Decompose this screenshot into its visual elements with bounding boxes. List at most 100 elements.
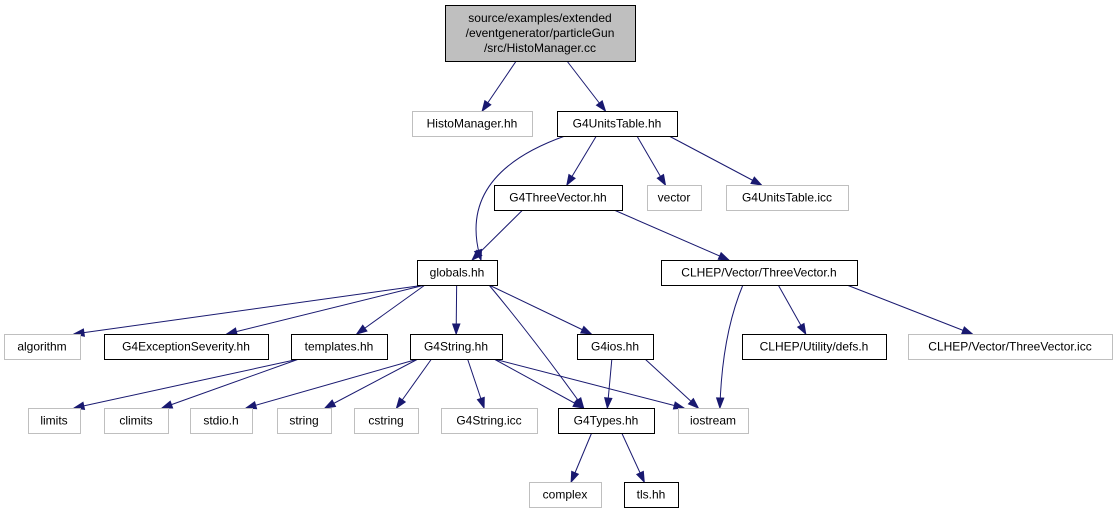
edge-clhep-threevector-to-iostream-arrowhead: [715, 397, 725, 410]
edge-globals-to-g4ios-arrowhead: [579, 325, 593, 335]
node-g4exceptionseverity[interactable]: G4ExceptionSeverity.hh: [104, 334, 269, 360]
node-label-g4string: G4String.hh: [424, 340, 488, 354]
edge-g4ios-to-iostream: [644, 358, 699, 409]
node-clhep-defs[interactable]: CLHEP/Utility/defs.h: [742, 334, 887, 360]
node-box-stdio: [190, 408, 253, 434]
edge-root-to-g4unitstable: [566, 60, 606, 112]
edge-clhep-threevector-to-clhep-threevector-icc: [846, 284, 973, 335]
edge-g4string-to-g4string-icc-arrowhead: [476, 396, 485, 410]
node-box-root: [445, 5, 636, 62]
node-string: string: [277, 408, 332, 434]
edge-g4string-to-iostream-arrowhead: [672, 401, 686, 410]
node-clhep-threevector[interactable]: CLHEP/Vector/ThreeVector.h: [661, 260, 858, 286]
edge-g4string-to-iostream: [493, 358, 685, 409]
edge-g4unitstable-to-vector-arrowhead: [656, 173, 667, 187]
edge-g4ios-to-iostream-arrowhead: [687, 397, 700, 409]
node-vector: vector: [647, 185, 702, 211]
node-label-clhep-threevector-icc: CLHEP/Vector/ThreeVector.icc: [928, 340, 1091, 354]
node-g4unitstable[interactable]: G4UnitsTable.hh: [557, 111, 678, 137]
edge-g4types-to-tls-arrowhead: [635, 470, 645, 484]
edge-g4unitstable-to-g4threevector-arrowhead: [566, 173, 576, 187]
node-box-g4string: [410, 334, 503, 360]
node-label-g4unitstable: G4UnitsTable.hh: [573, 117, 662, 131]
node-limits: limits: [28, 408, 81, 434]
edge-templates-to-limits: [73, 358, 300, 409]
edge-g4threevector-to-globals: [471, 209, 524, 261]
edge-g4ios-to-g4types-arrowhead: [604, 397, 613, 410]
node-box-g4exceptionseverity: [104, 334, 269, 360]
node-complex: complex: [529, 482, 602, 508]
node-box-histomanager: [412, 111, 533, 137]
edge-globals-to-g4exceptionseverity: [226, 284, 426, 335]
node-label-algorithm: algorithm: [17, 340, 66, 354]
edge-g4string-to-stdio: [245, 358, 419, 409]
edge-templates-to-climits-arrowhead: [160, 400, 174, 409]
edge-g4string-to-string: [324, 358, 419, 409]
node-label-stdio: stdio.h: [203, 414, 238, 428]
edge-g4string-to-cstring-arrowhead: [395, 396, 407, 410]
node-label-histomanager: HistoManager.hh: [427, 117, 518, 131]
node-box-tls: [624, 482, 679, 508]
node-box-g4types: [558, 408, 655, 434]
node-box-vector: [647, 185, 702, 211]
node-box-climits: [104, 408, 169, 434]
node-box-templates: [291, 334, 388, 360]
edge-globals-to-templates: [356, 284, 426, 335]
edge-g4string-to-g4types: [493, 358, 584, 409]
node-label-clhep-threevector: CLHEP/Vector/ThreeVector.h: [681, 266, 836, 280]
node-iostream: iostream: [678, 408, 749, 434]
node-tls[interactable]: tls.hh: [624, 482, 679, 508]
node-label-g4exceptionseverity: G4ExceptionSeverity.hh: [122, 340, 250, 354]
node-climits: climits: [104, 408, 169, 434]
node-label-tls: tls.hh: [637, 488, 666, 502]
node-box-globals: [417, 260, 498, 286]
node-cstring: cstring: [354, 408, 419, 434]
edge-g4types-to-complex-arrowhead: [570, 470, 580, 484]
edge-globals-to-g4string-arrowhead: [451, 323, 461, 336]
edge-root-to-histomanager-arrowhead: [481, 99, 492, 113]
node-algorithm: algorithm: [4, 334, 81, 360]
node-root[interactable]: source/examples/extended/eventgenerator/…: [445, 5, 636, 62]
node-label-clhep-defs: CLHEP/Utility/defs.h: [760, 340, 869, 354]
node-label-string: string: [289, 414, 318, 428]
edge-g4threevector-to-clhep-threevector-arrowhead: [717, 251, 731, 261]
edge-g4unitstable-to-g4unitstable-icc: [668, 135, 762, 186]
node-label-climits: climits: [119, 414, 152, 428]
node-g4string[interactable]: G4String.hh: [410, 334, 503, 360]
node-box-limits: [28, 408, 81, 434]
node-label-iostream: iostream: [690, 414, 736, 428]
edge-g4unitstable-to-g4unitstable-icc-arrowhead: [750, 176, 763, 186]
node-templates[interactable]: templates.hh: [291, 334, 388, 360]
node-g4threevector[interactable]: G4ThreeVector.hh: [494, 185, 623, 211]
edge-layer: [72, 60, 974, 484]
node-label-root-line-2: /src/HistoManager.cc: [484, 41, 596, 55]
node-label-globals: globals.hh: [430, 266, 485, 280]
edge-clhep-threevector-to-clhep-defs-arrowhead: [796, 322, 807, 336]
edge-globals-to-algorithm: [73, 284, 426, 335]
node-label-templates: templates.hh: [305, 340, 374, 354]
edge-g4unitstable-to-globals: [475, 135, 566, 261]
node-label-g4ios: G4ios.hh: [591, 340, 639, 354]
node-box-clhep-threevector: [661, 260, 858, 286]
node-label-g4types: G4Types.hh: [574, 414, 639, 428]
node-clhep-threevector-icc: CLHEP/Vector/ThreeVector.icc: [908, 334, 1113, 360]
node-g4ios[interactable]: G4ios.hh: [577, 334, 654, 360]
node-label-g4unitstable-icc: G4UnitsTable.icc: [742, 191, 832, 205]
node-globals[interactable]: globals.hh: [417, 260, 498, 286]
node-label-g4threevector: G4ThreeVector.hh: [509, 191, 606, 205]
node-label-g4string-icc: G4String.icc: [456, 414, 521, 428]
edge-g4threevector-to-globals-arrowhead: [471, 249, 483, 262]
node-box-g4unitstable: [557, 111, 678, 137]
node-box-g4ios: [577, 334, 654, 360]
node-label-cstring: cstring: [368, 414, 403, 428]
edge-root-to-g4unitstable-arrowhead: [595, 100, 607, 113]
node-g4types[interactable]: G4Types.hh: [558, 408, 655, 434]
node-box-clhep-defs: [742, 334, 887, 360]
edge-globals-to-g4ios: [488, 284, 592, 335]
node-box-g4threevector: [494, 185, 623, 211]
edge-g4string-to-g4types-arrowhead: [572, 399, 585, 409]
node-label-vector: vector: [658, 191, 691, 205]
node-label-root-line-1: /eventgenerator/particleGun: [466, 26, 615, 40]
node-box-cstring: [354, 408, 419, 434]
